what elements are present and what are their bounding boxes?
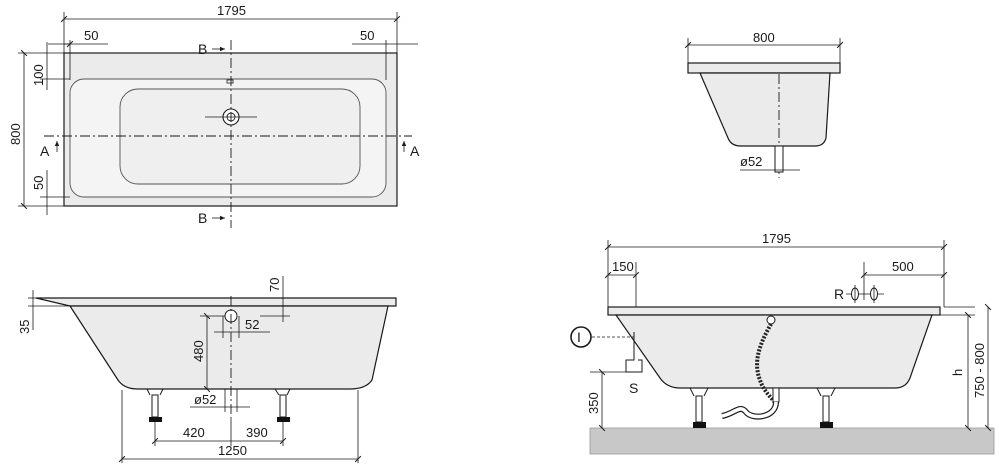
foot-right-value: 390 <box>246 425 268 440</box>
overflow-hose <box>755 323 778 406</box>
section-a-right-label: A <box>410 143 420 159</box>
feet-span-value: 1250 <box>218 443 247 458</box>
section-b-top-label: B <box>198 41 207 57</box>
installation-view: I S 350 1795 150 500 R h 750 - 800 <box>570 231 995 455</box>
valve-offset-value: 500 <box>892 259 914 274</box>
end-rim <box>687 62 841 74</box>
end-section-view: 800 ø52 <box>684 30 844 178</box>
install-length-value: 1795 <box>762 231 791 246</box>
floor <box>589 427 995 455</box>
install-body <box>614 314 933 389</box>
rim-left-value: 50 <box>84 28 98 43</box>
height-range-value: 750 - 800 <box>972 343 987 398</box>
overflow-offset-value: 70 <box>267 278 282 292</box>
height-label: h <box>950 369 965 376</box>
rim-bottom-value: 50 <box>31 176 46 190</box>
install-overflow <box>766 315 776 325</box>
top-length-value: 1795 <box>217 3 246 18</box>
end-body <box>699 72 831 147</box>
overflow-slot <box>226 79 234 84</box>
section-b-bottom-label: B <box>198 210 207 226</box>
end-drain-value: ø52 <box>740 154 762 169</box>
side-body <box>68 305 389 390</box>
rim-thickness-value: 35 <box>17 320 32 334</box>
section-a-left-label: A <box>40 143 50 159</box>
connector-symbol: I <box>577 329 581 345</box>
valve-label: R <box>834 286 844 302</box>
side-drain-value: ø52 <box>194 392 216 407</box>
overflow-height-value: 480 <box>191 340 206 362</box>
foot-left <box>146 388 164 422</box>
rim-right-value: 50 <box>360 28 374 43</box>
tub-bottom-floor <box>119 88 361 185</box>
connector-label: S <box>629 380 638 396</box>
rim-top-value: 100 <box>31 64 46 86</box>
end-width-value: 800 <box>753 30 775 45</box>
install-foot-left <box>689 387 709 428</box>
top-width-value: 800 <box>8 123 23 145</box>
connector-symbol-circle <box>570 326 592 348</box>
side-section-view: 52 ø52 35 70 480 420 390 1250 <box>17 276 397 463</box>
side-rim <box>35 297 397 307</box>
drain-offset-value: 150 <box>612 259 634 274</box>
top-view: B B A A 1795 50 50 800 100 50 <box>8 3 420 228</box>
overflow-diameter-value: 52 <box>245 317 259 332</box>
install-foot-right <box>816 387 836 428</box>
foot-left-value: 420 <box>183 425 205 440</box>
foot-right <box>274 388 291 422</box>
install-rim <box>607 306 941 316</box>
end-drain-pipe <box>774 145 784 173</box>
connector-height-value: 350 <box>586 392 601 414</box>
